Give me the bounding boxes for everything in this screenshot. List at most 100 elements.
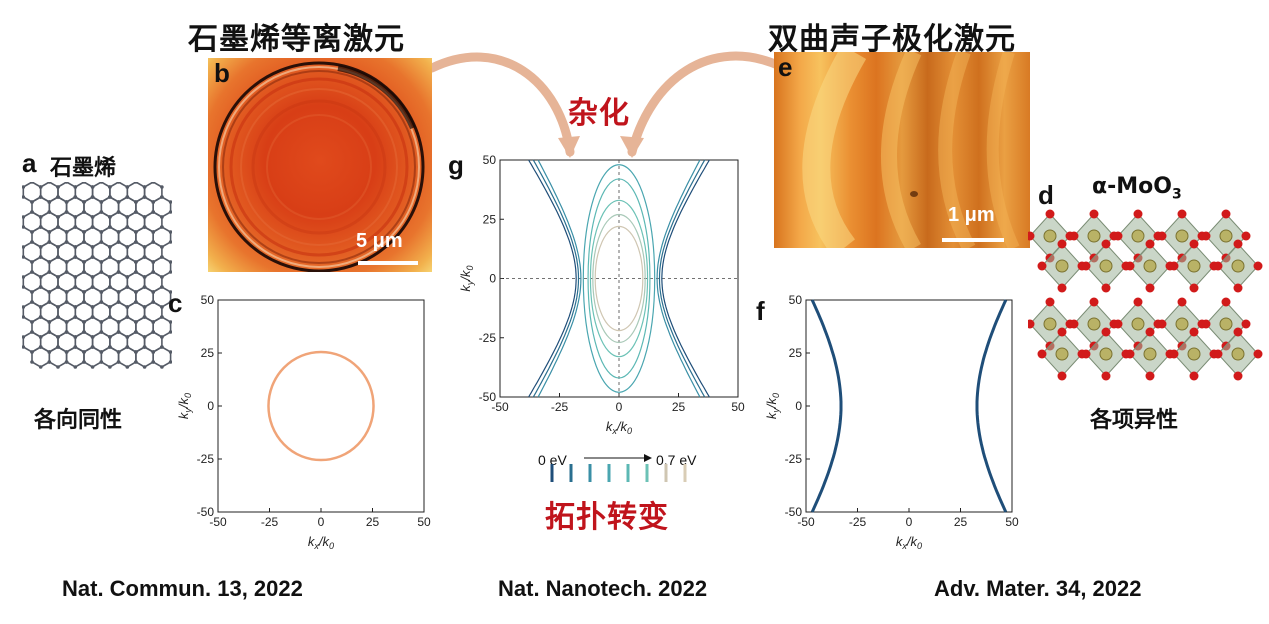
carbon-atom (108, 195, 112, 199)
carbon-atom (116, 200, 121, 204)
carbon-atom (142, 195, 147, 199)
carbon-atom (168, 360, 172, 364)
o-atom (1169, 349, 1179, 359)
carbon-atom (168, 240, 172, 244)
carbon-atom (99, 300, 104, 304)
arrow-left (427, 52, 575, 157)
carbon-atom (151, 360, 155, 364)
carbon-atom (108, 245, 112, 249)
closed-contour (587, 178, 651, 379)
carbon-atom (38, 245, 43, 249)
carbon-atom (142, 215, 147, 219)
x-tick-label: -50 (491, 400, 509, 414)
o-atom (1233, 239, 1243, 249)
mo-atom (1219, 317, 1233, 331)
y-tick-label: 25 (201, 346, 215, 360)
graphene-lattice (22, 182, 172, 369)
y-tick-label: 50 (789, 293, 803, 307)
o-atom (1189, 283, 1199, 293)
hyperbola-right (975, 299, 1008, 513)
graphene-plasmon-title: 石墨烯等离激元 (188, 22, 405, 57)
carbon-atom (116, 350, 121, 354)
carbon-atom (90, 195, 95, 199)
carbon-atom (160, 195, 164, 199)
hybridization-label: 杂化 (568, 96, 630, 131)
carbon-atom (38, 315, 43, 319)
mo-atom (1099, 347, 1113, 361)
carbon-atom (73, 345, 78, 349)
carbon-atom (64, 330, 69, 334)
carbon-atom (151, 230, 155, 234)
x-tick-label: -50 (209, 515, 227, 529)
x-tick-label: 25 (366, 515, 380, 529)
carbon-atom (47, 230, 52, 234)
carbon-atom (160, 245, 164, 249)
carbon-atom (151, 240, 155, 244)
hexagon (117, 346, 137, 368)
carbon-atom (134, 360, 138, 364)
carbon-atom (82, 200, 86, 204)
carbon-atom (82, 330, 86, 334)
carbon-atom (168, 230, 172, 234)
carbon-atom (125, 365, 130, 369)
carbon-atom (90, 215, 95, 219)
y-tick-label: 50 (483, 153, 497, 167)
carbon-atom (22, 195, 26, 199)
panel-f-letter: f (756, 296, 765, 326)
carbon-atom (99, 350, 104, 354)
carbon-atom (142, 335, 147, 339)
o-atom (1157, 319, 1167, 329)
o-atom (1145, 327, 1155, 337)
carbon-atom (30, 350, 34, 354)
carbon-atom (38, 335, 43, 339)
open-contour (532, 159, 580, 398)
carbon-atom (168, 200, 172, 204)
x-tick-label: -25 (261, 515, 279, 529)
carbon-atom (125, 335, 130, 339)
carbon-atom (22, 335, 26, 339)
o-atom (1057, 371, 1067, 381)
closed-contour (589, 199, 649, 358)
carbon-atom (47, 320, 52, 324)
carbon-atom (22, 225, 26, 229)
carbon-atom (90, 185, 95, 189)
carbon-atom (151, 270, 155, 274)
carbon-atom (108, 255, 112, 259)
mo-atom (1099, 259, 1113, 273)
carbon-atom (125, 285, 130, 289)
moo3-crystal-structure (1028, 209, 1263, 381)
hexagon (100, 346, 120, 368)
reference-left: Nat. Commun. 13, 2022 (62, 576, 303, 601)
o-atom (1221, 297, 1231, 307)
o-atom (1045, 297, 1055, 307)
o-atom (1241, 319, 1251, 329)
carbon-atom (99, 200, 104, 204)
carbon-atom (142, 185, 147, 189)
carbon-atom (99, 182, 104, 184)
open-contour (528, 159, 577, 398)
o-atom (1113, 319, 1123, 329)
carbon-atom (38, 255, 43, 259)
carbon-atom (160, 365, 164, 369)
carbon-atom (30, 260, 34, 264)
carbon-atom (142, 245, 147, 249)
carbon-atom (142, 315, 147, 319)
o-atom (1201, 319, 1211, 329)
carbon-atom (99, 330, 104, 334)
carbon-atom (30, 240, 34, 244)
x-tick-label: 0 (616, 400, 623, 414)
carbon-atom (134, 240, 138, 244)
o-atom (1037, 349, 1047, 359)
carbon-atom (160, 285, 164, 289)
o-atom (1213, 349, 1223, 359)
carbon-atom (142, 275, 147, 279)
carbon-atom (56, 365, 60, 369)
o-atom (1253, 349, 1263, 359)
carbon-atom (134, 210, 138, 214)
carbon-atom (64, 320, 69, 324)
o-atom (1253, 261, 1263, 271)
carbon-atom (73, 275, 78, 279)
plot-frame (805, 299, 1013, 513)
carbon-atom (90, 365, 95, 369)
anisotropic-label: 各项异性 (1090, 408, 1179, 433)
